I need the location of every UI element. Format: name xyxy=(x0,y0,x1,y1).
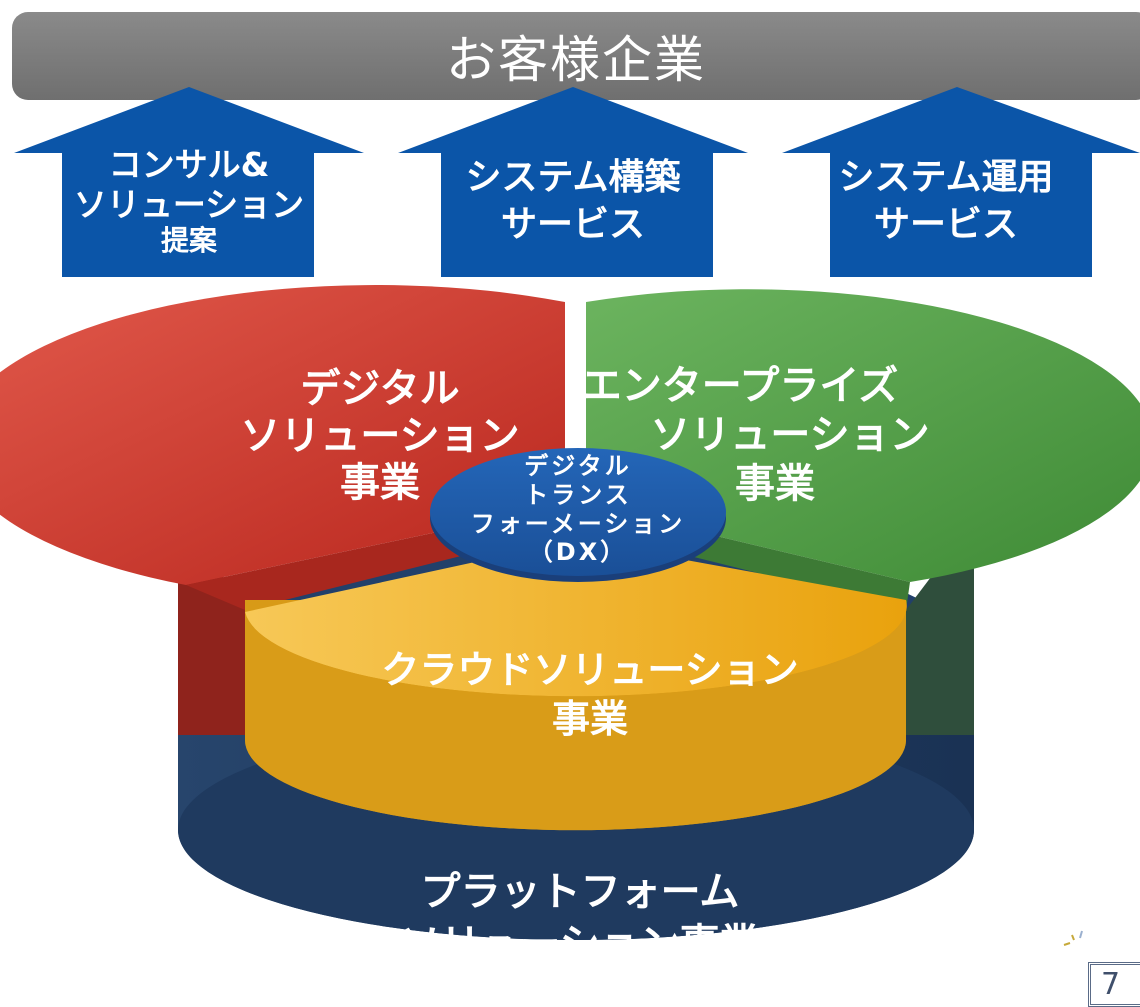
enterprise-segment-label: エンタープライズ ソリューション 事業 xyxy=(582,362,930,508)
arrow-line: ソリューション xyxy=(73,184,305,224)
segment-line: ソリューション事業 xyxy=(400,921,760,967)
enterprise-segment-side xyxy=(906,520,974,735)
arrow-line: システム構築 xyxy=(465,157,681,198)
arrow-line: 提案 xyxy=(160,224,217,258)
arrow-system-ops-label: システム運用 サービス xyxy=(782,155,1110,249)
segment-line: 事業 xyxy=(340,460,420,507)
segment-line: プラットフォーム xyxy=(420,869,740,915)
arrow-line: サービス xyxy=(500,203,645,245)
segment-line: クラウドソリューション xyxy=(381,648,799,692)
segment-line: デジタル xyxy=(300,366,460,412)
customer-banner: お客様企業 xyxy=(12,12,1140,100)
digital-segment-top xyxy=(0,285,565,585)
segment-line: ソリューション xyxy=(650,411,930,458)
segment-line: エンタープライズ xyxy=(581,363,899,409)
dx-line: デジタル xyxy=(524,452,632,480)
page-number: 7 xyxy=(1088,962,1140,1007)
dx-line: フォーメーション xyxy=(470,509,686,538)
up-arrow-shape xyxy=(782,87,1140,277)
cloud-segment-label: クラウドソリューション 事業 xyxy=(330,646,850,743)
arrow-line: サービス xyxy=(873,203,1018,245)
cloud-segment-top xyxy=(245,540,907,697)
arrow-consulting-label: コンサル& ソリューション 提案 xyxy=(14,145,364,258)
sparkle-icon xyxy=(1063,930,1083,946)
dx-label: デジタル トランス フォーメーション （DX） xyxy=(430,452,726,567)
arrow-line: コンサル& xyxy=(108,145,270,184)
cloud-segment-front xyxy=(245,600,907,831)
segment-line: 事業 xyxy=(551,696,628,741)
arrow-system-build-label: システム構築 サービス xyxy=(398,155,748,249)
platform-segment-label: プラットフォーム ソリューション事業 xyxy=(330,866,830,970)
digital-segment-label: デジタル ソリューション 事業 xyxy=(240,366,520,508)
segment-line: ソリューション xyxy=(240,413,520,460)
dx-line: （DX） xyxy=(528,538,628,567)
banner-title: お客様企業 xyxy=(446,31,706,89)
arrow-system-ops: システム運用 サービス xyxy=(782,87,1140,277)
segment-line: 事業 xyxy=(735,460,815,507)
dx-line: トランス xyxy=(524,480,632,509)
arrow-consulting: コンサル& ソリューション 提案 xyxy=(14,87,364,277)
arrow-line: システム運用 xyxy=(838,157,1054,198)
dx-disc xyxy=(430,448,726,576)
up-arrow-shape xyxy=(398,87,748,277)
arrow-system-build: システム構築 サービス xyxy=(398,87,748,277)
up-arrow-shape xyxy=(14,87,364,277)
